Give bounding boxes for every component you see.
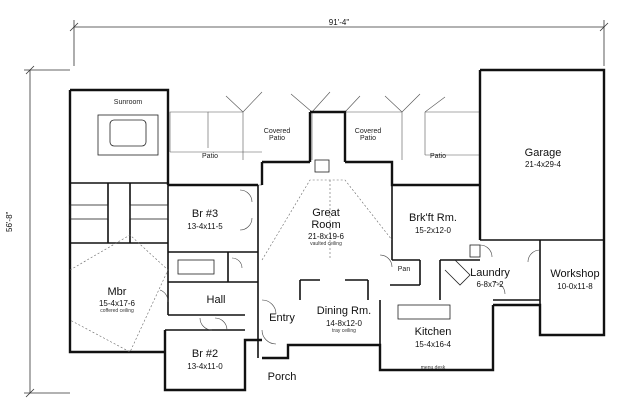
exterior-walls	[68, 68, 606, 392]
pantry-label: Pan	[397, 266, 411, 273]
kitchen-label: Kitchen	[414, 326, 452, 338]
kitchen-dims: 15-4x16-4	[414, 340, 452, 349]
sunroom-label: Sunroom	[113, 99, 143, 106]
great-room-label: Great Room	[311, 207, 341, 232]
br2-label: Br #2	[191, 348, 219, 360]
garage-label: Garage	[524, 147, 562, 159]
door-swings	[159, 189, 541, 345]
fixtures	[69, 114, 481, 320]
covered-patio-right-label: Covered Patio	[354, 128, 382, 142]
great-room-note: vaulted ceiling	[310, 241, 342, 247]
br3-dims: 13-4x11-5	[187, 222, 223, 231]
br2-dims: 13-4x11-0	[187, 362, 223, 371]
dining-dims: 14-8x12-0	[325, 319, 363, 328]
patio-right-label: Patio	[430, 153, 446, 160]
brkft-dims: 15-2x12-0	[414, 226, 452, 235]
interior-walls	[70, 182, 604, 358]
entry-label: Entry	[269, 312, 295, 324]
laundry-dims: 6-8x7-2	[476, 280, 504, 289]
workshop-dims: 10-0x11-8	[557, 282, 593, 291]
kitchen-island	[397, 304, 451, 320]
mbr-note: coffered ceiling	[100, 308, 134, 314]
workshop-label: Workshop	[550, 268, 600, 280]
dining-label: Dining Rm.	[316, 305, 372, 317]
mbr-label: Mbr	[107, 286, 127, 298]
garage-dims: 21-4x29-4	[524, 160, 562, 169]
kitchen-note: menu desk	[420, 365, 446, 371]
covered-patio-left-label: Covered Patio	[263, 128, 291, 142]
patio-outlines	[169, 91, 481, 186]
great-room-dims: 21-8x19-6	[307, 232, 345, 241]
dimension-lines	[24, 20, 609, 398]
porch-label: Porch	[267, 371, 297, 383]
bath-tub	[69, 204, 109, 220]
fireplace	[314, 159, 330, 173]
laundry-label: Laundry	[470, 267, 510, 279]
vault-lines	[69, 179, 393, 353]
brkft-label: Brk'ft Rm.	[409, 212, 457, 224]
br3-label: Br #3	[191, 208, 219, 220]
sunroom-hot-tub	[97, 114, 159, 156]
hall-label: Hall	[206, 294, 226, 306]
mbr-dims: 15-4x17-6	[98, 299, 136, 308]
overall-width-label: 91'-4"	[328, 18, 350, 27]
overall-depth-label: 56'-8"	[5, 211, 14, 232]
dining-note: tray ceiling	[332, 328, 356, 334]
patio-left-label: Patio	[202, 153, 218, 160]
